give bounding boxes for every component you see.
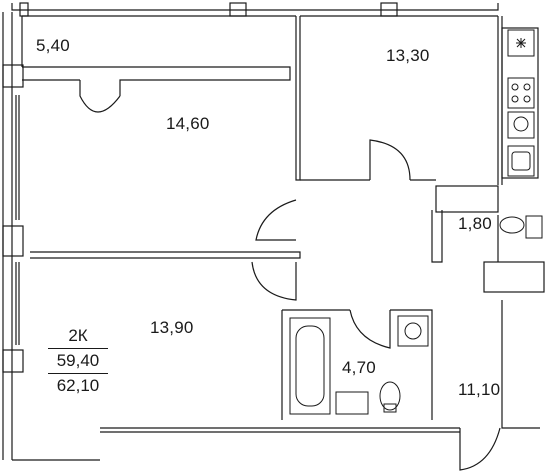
left-window [15, 95, 20, 345]
washing-machine-icon [397, 315, 429, 347]
top-window-3 [380, 2, 398, 17]
balcony-wall [22, 66, 291, 96]
bathroom-sink [335, 391, 369, 415]
kitchen-counter [501, 27, 539, 179]
toilet-icon [379, 381, 401, 413]
washbasin-icon [499, 215, 543, 239]
room-area-living-room: 14,60 [166, 114, 210, 133]
outer-wall-left [2, 12, 13, 460]
wardrobe-block [435, 185, 499, 213]
room-area-wardrobe: 1,80 [458, 214, 492, 233]
outer-wall-top [11, 3, 499, 11]
vent-star [516, 38, 526, 48]
living-door [255, 199, 297, 241]
wardrobe-shelf [483, 261, 545, 293]
room-area-balcony: 5,40 [36, 36, 70, 55]
entrance-door [459, 427, 501, 471]
ventilation-icon [507, 29, 535, 57]
room-area-kitchen: 13,30 [386, 46, 430, 65]
living-area: 59,40 [48, 348, 108, 373]
left-pillar-3 [2, 349, 24, 373]
bathtub-icon [289, 317, 331, 415]
total-area: 62,10 [48, 373, 108, 398]
outer-wall-bottom [12, 427, 460, 461]
bedroom-top-wall [30, 251, 301, 259]
sink-icon [507, 145, 535, 177]
bathroom-walls [281, 309, 433, 420]
room-area-hallway: 11,10 [458, 380, 501, 399]
bathroom-door [349, 309, 391, 349]
oven-icon [507, 111, 535, 139]
left-pillar-2 [2, 225, 24, 257]
room-area-bathroom: 4,70 [342, 358, 376, 377]
stove-icon [507, 77, 535, 109]
kitchen-wall-left [295, 16, 301, 181]
apartment-type: 2К [68, 326, 88, 345]
balcony-door [79, 80, 121, 113]
bedroom-door [251, 261, 297, 301]
kitchen-right-wall [497, 16, 503, 185]
top-window-2 [229, 2, 247, 17]
top-window-1 [19, 2, 29, 17]
left-pillar-1 [2, 64, 24, 88]
apartment-summary: 2К 59,40 62,10 [48, 324, 108, 398]
right-wall-lower [497, 215, 540, 429]
room-area-bedroom: 13,90 [150, 318, 194, 337]
kitchen-door [369, 139, 411, 181]
wardrobe-wall [431, 210, 443, 263]
